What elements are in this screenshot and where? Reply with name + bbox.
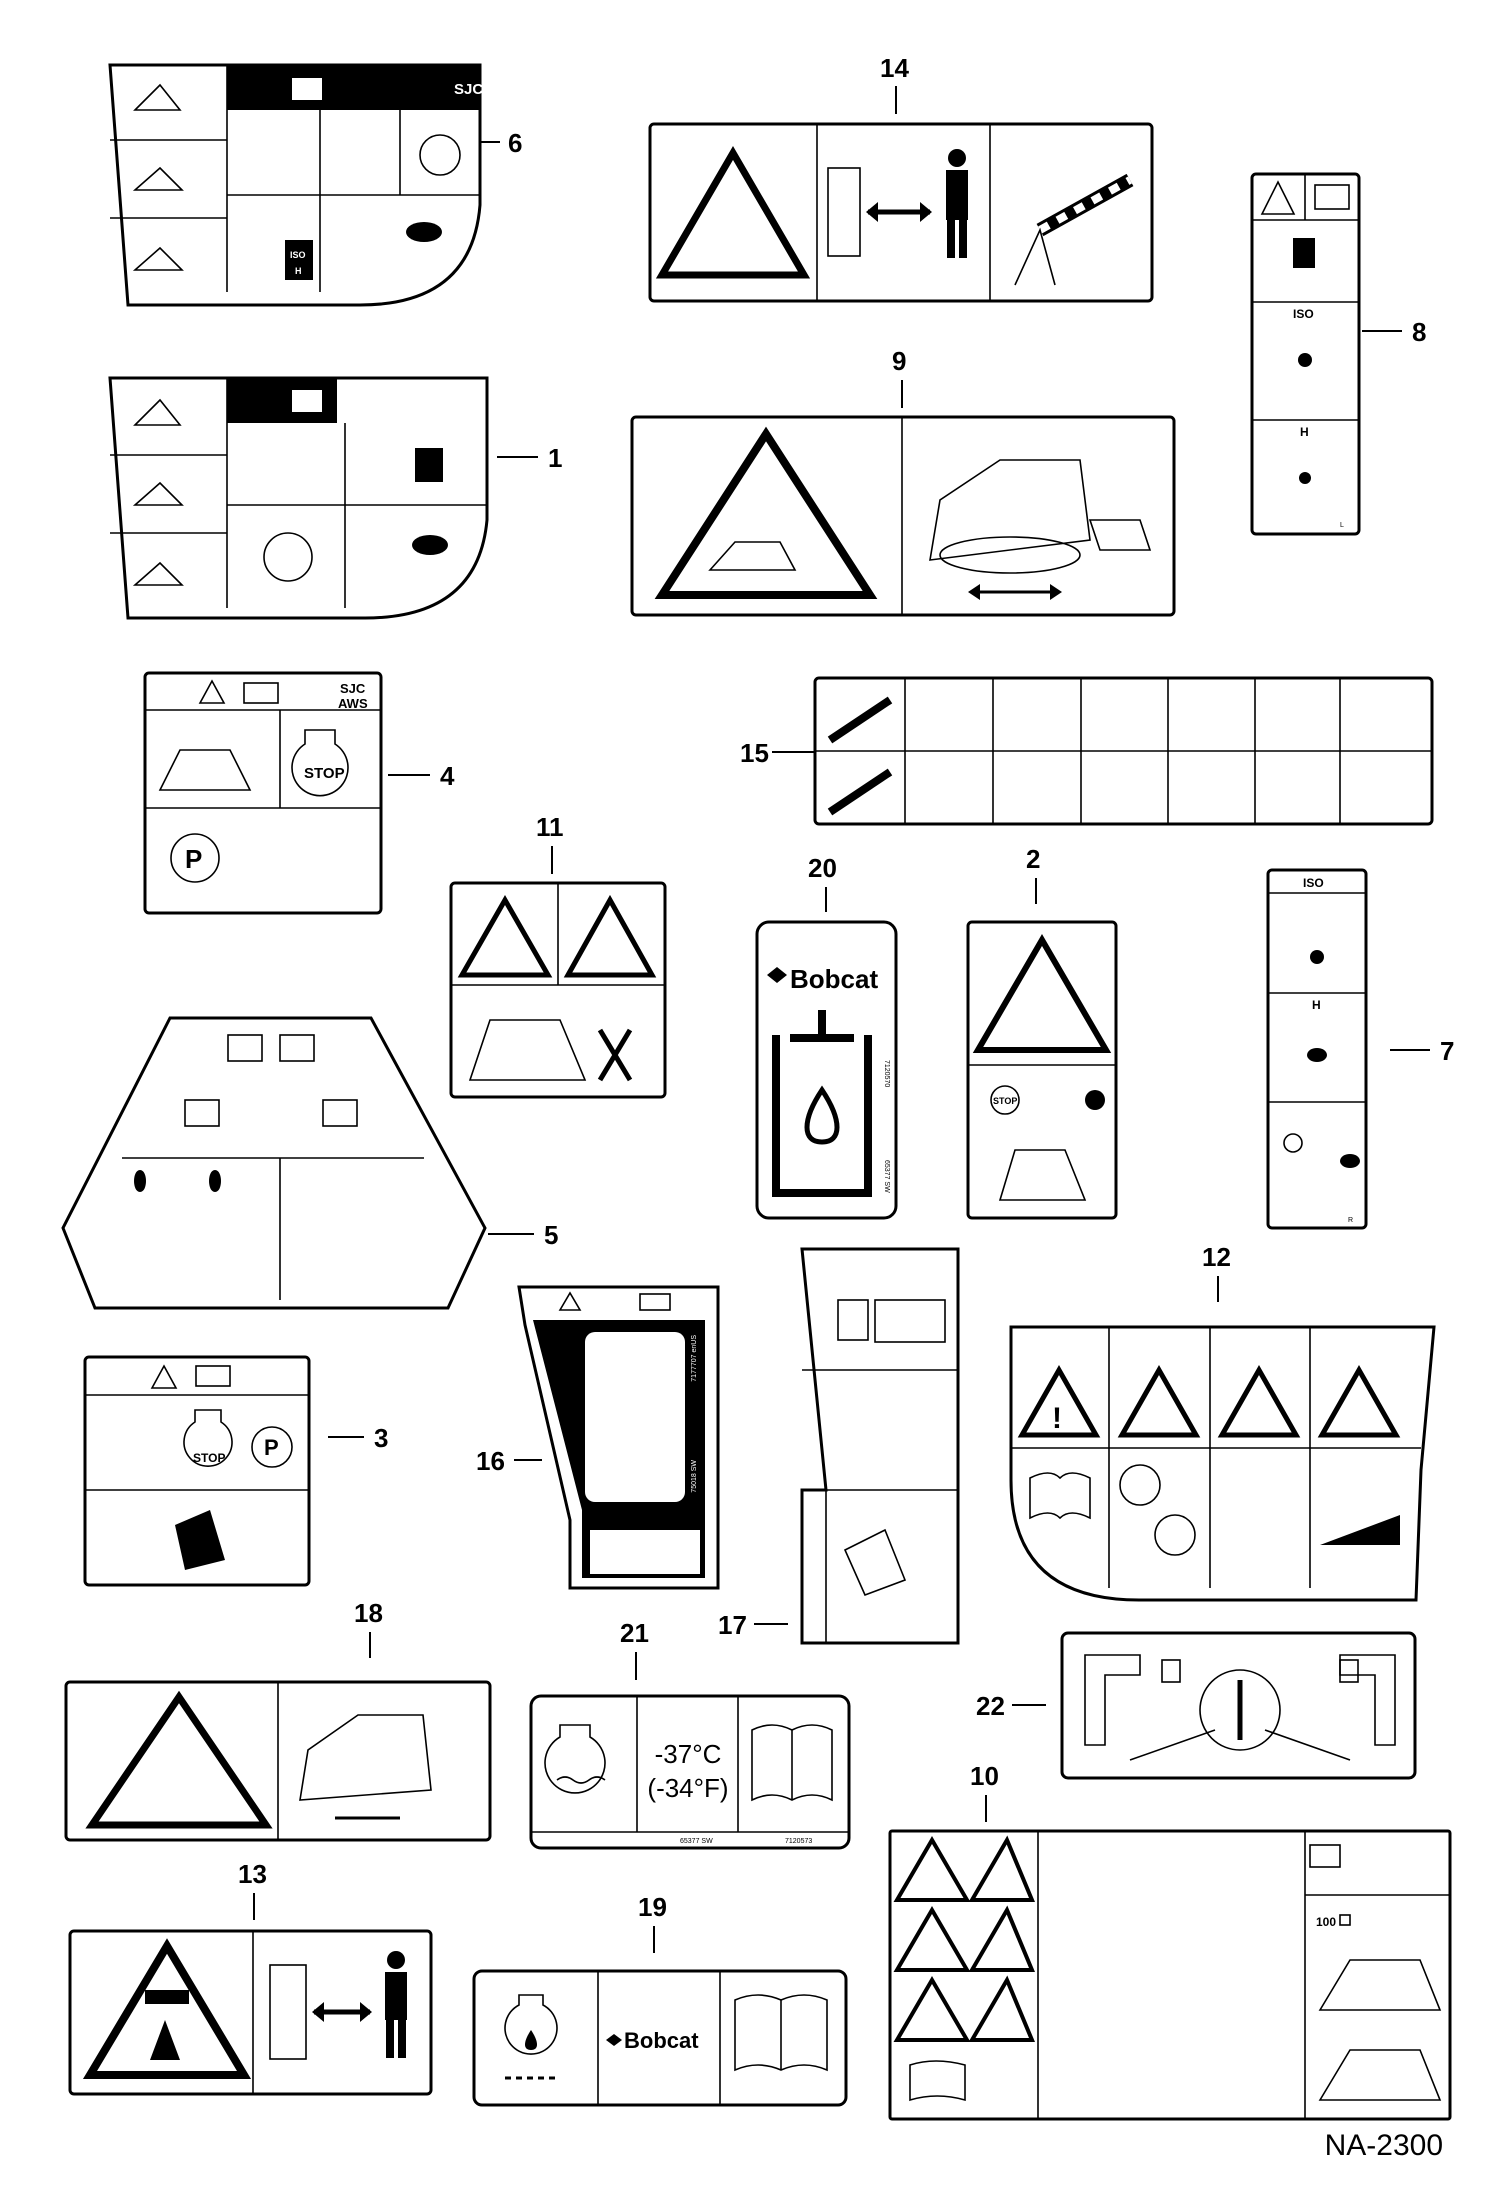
- decal-4-sjc: SJC: [340, 681, 366, 696]
- callout-11: 11: [536, 812, 564, 842]
- decal-13: [68, 1929, 433, 2096]
- decal-5: [61, 1016, 487, 1310]
- callout-20: 20: [808, 853, 837, 883]
- callout-2: 2: [1026, 844, 1040, 874]
- decal-21-code-a: 65377 SW: [680, 1838, 713, 1845]
- decal-22: [1060, 1631, 1417, 1780]
- callout-3: 3: [374, 1423, 388, 1453]
- decal-15: [813, 676, 1434, 826]
- decal-19: Bobcat: [472, 1969, 848, 2107]
- callout-14: 14: [880, 53, 909, 83]
- decal-14: [648, 122, 1154, 303]
- decal-8-iso: ISO: [1293, 307, 1314, 321]
- decal-19-bobcat: Bobcat: [624, 2028, 699, 2053]
- decal-8-h: H: [1300, 425, 1309, 439]
- callout-10: 10: [970, 1761, 999, 1791]
- leader-lines: [253, 86, 1430, 1953]
- decal-21-code-b: 7120573: [785, 1838, 812, 1845]
- decal-3-p: P: [264, 1435, 279, 1460]
- decal-4-p: P: [185, 844, 202, 874]
- decal-2: STOP: [966, 920, 1118, 1220]
- callout-6: 6: [508, 128, 522, 158]
- decal-6: SJC ISO H: [108, 63, 483, 307]
- decal-20-code-a: 7120570: [883, 1060, 890, 1087]
- decal-16-code-b: 75018 SW: [691, 1460, 698, 1493]
- decal-17: [800, 1247, 960, 1645]
- callout-15: 15: [740, 738, 769, 768]
- decal-21: -37°C (-34°F) 65377 SW 7120573: [529, 1694, 851, 1850]
- decal-4-aws: AWS: [338, 696, 368, 711]
- svg-text:!: !: [1052, 1402, 1062, 1435]
- callout-8: 8: [1412, 317, 1426, 347]
- callout-18: 18: [354, 1598, 383, 1628]
- decal-4-stop: STOP: [304, 765, 345, 782]
- callout-7: 7: [1440, 1036, 1454, 1066]
- decal-20-code-b: 65377 SW: [883, 1160, 890, 1193]
- decal-4: SJC AWS STOP P: [143, 671, 383, 915]
- decal-1: [108, 376, 489, 620]
- decal-21-temp-f: (-34°F): [647, 1773, 728, 1803]
- decal-10-100: 100: [1316, 1915, 1336, 1929]
- decal-7-iso: ISO: [1303, 876, 1324, 890]
- decal-3-stop: STOP: [193, 1451, 225, 1465]
- decal-16: 7177707 enUS 75018 SW: [517, 1285, 720, 1590]
- callout-9: 9: [892, 346, 906, 376]
- callout-12: 12: [1202, 1242, 1231, 1272]
- decal-6-h: H: [295, 266, 302, 276]
- callout-19: 19: [638, 1892, 667, 1922]
- decal-3: STOP P: [83, 1355, 311, 1587]
- diagram-reference-code: NA-2300: [1324, 2129, 1443, 2162]
- decal-18: [64, 1680, 492, 1842]
- decal-9: [630, 415, 1176, 617]
- decal-21-temp-c: -37°C: [655, 1739, 722, 1769]
- callout-13: 13: [238, 1859, 267, 1889]
- decal-2-stop: STOP: [993, 1096, 1017, 1106]
- decal-12: !: [1009, 1325, 1436, 1602]
- callout-labels: 6 14 8 1 9 4 15 11 20 2 7 5 12 3 16 17 1…: [238, 53, 1454, 1922]
- callout-4: 4: [440, 761, 455, 791]
- decal-11: [449, 881, 667, 1099]
- decal-7: ISO H R: [1266, 868, 1368, 1230]
- callout-22: 22: [976, 1691, 1005, 1721]
- decal-7-h: H: [1312, 998, 1321, 1012]
- decal-8: ISO H L: [1250, 172, 1361, 536]
- decal-16-code-a: 7177707 enUS: [691, 1335, 698, 1382]
- callout-21: 21: [620, 1618, 649, 1648]
- decal-8-l: L: [1340, 522, 1344, 529]
- decal-7-r: R: [1348, 1217, 1353, 1224]
- decal-6-iso: ISO: [290, 250, 306, 260]
- callout-1: 1: [548, 443, 562, 473]
- decal-10: 100: [888, 1829, 1452, 2121]
- decal-6-sjc: SJC: [454, 81, 483, 98]
- callout-16: 16: [476, 1446, 505, 1476]
- callout-17: 17: [718, 1610, 747, 1640]
- callout-5: 5: [544, 1220, 558, 1250]
- decal-20: Bobcat 7120570 65377 SW: [755, 920, 898, 1220]
- decal-20-bobcat: Bobcat: [790, 964, 878, 994]
